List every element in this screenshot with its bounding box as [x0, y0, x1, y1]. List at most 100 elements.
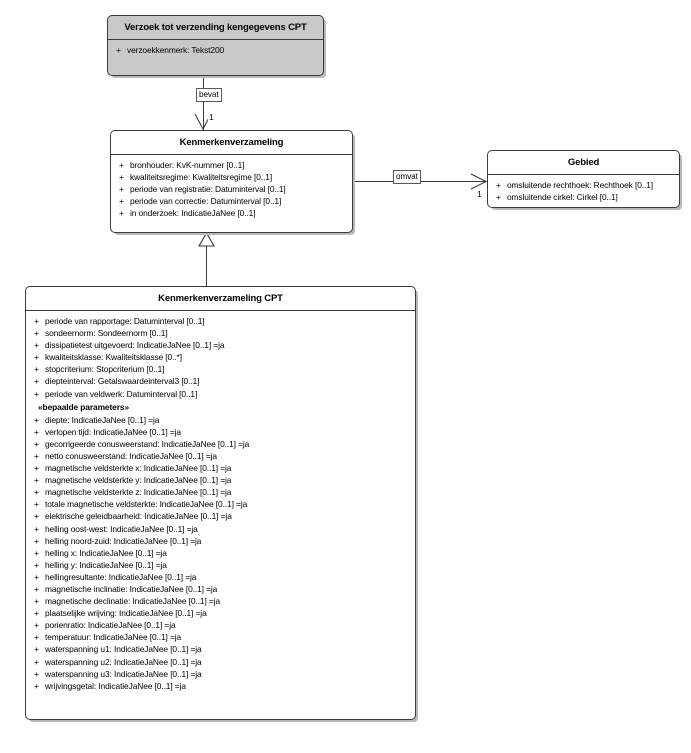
- attribute-compartment-gebied: + omsluitende rechthoek: Rechthoek [0..1…: [488, 175, 679, 207]
- attribute-text: hellingresultante: IndicatieJaNee [0..1]…: [45, 571, 197, 582]
- attribute-row: + magnetische veldsterkte x: IndicatieJaN…: [28, 462, 413, 474]
- attribute-compartment-kenmerkenverzameling-cpt: +periode van rapportage: Datuminterval […: [26, 311, 415, 697]
- visibility-marker: +: [34, 680, 39, 691]
- attribute-text: porienratio: IndicatieJaNee [0..1] =ja: [45, 620, 176, 631]
- visibility-marker: +: [34, 414, 39, 425]
- attribute-row: + helling x: IndicatieJaNee [0..1] =ja: [28, 547, 413, 559]
- visibility-marker: +: [119, 172, 124, 183]
- attribute-text: diepte: IndicatieJaNee [0..1] =ja: [45, 414, 160, 425]
- attribute-row: + waterspanning u3: IndicatieJaNee [0..1]…: [28, 668, 413, 680]
- attribute-text: elektrische geleidbaarheid: IndicatieJaN…: [45, 511, 232, 522]
- attribute-row: + helling y: IndicatieJaNee [0..1] =ja: [28, 559, 413, 571]
- attribute-row: + stopcriterium: Stopcriterium [0..1]: [28, 363, 413, 375]
- edge-label-omvat: omvat: [393, 170, 421, 184]
- attribute-text: netto conusweerstand: IndicatieJaNee [0.…: [45, 450, 217, 461]
- attribute-row: + gecorrigeerde conusweerstand: Indicatie…: [28, 438, 413, 450]
- attribute-text: magnetische veldsterkte y: IndicatieJaNe…: [45, 475, 232, 486]
- visibility-marker: +: [116, 45, 121, 55]
- visibility-marker: +: [34, 668, 39, 679]
- attribute-row: + magnetische veldsterkte y: IndicatieJaN…: [28, 474, 413, 486]
- attribute-row: + netto conusweerstand: IndicatieJaNee [0…: [28, 450, 413, 462]
- visibility-marker: +: [119, 208, 124, 219]
- class-box-kenmerkenverzameling[interactable]: Kenmerkenverzameling + bronhouder: KvK-n…: [110, 130, 353, 233]
- attribute-row: +waterspanning u2: IndicatieJaNee [0..1]…: [28, 656, 413, 668]
- attribute-row: + magnetische inclinatie: IndicatieJaNee …: [28, 583, 413, 595]
- visibility-marker: +: [34, 388, 39, 399]
- attribute-text: verlopen tijd: IndicatieJaNee [0..1] =ja: [45, 426, 181, 437]
- attribute-row: + periode van veldwerk: Datuminterval [0.…: [28, 388, 413, 400]
- visibility-marker: +: [34, 644, 39, 655]
- attribute-row: +periode van rapportage: Datuminterval […: [28, 315, 413, 327]
- attribute-text: helling x: IndicatieJaNee [0..1] =ja: [45, 547, 167, 558]
- attribute-row: + omsluitende cirkel: Cirkel [0..1]: [490, 191, 677, 203]
- attribute-text: gecorrigeerde conusweerstand: IndicatieJ…: [45, 438, 250, 449]
- visibility-marker: +: [34, 535, 39, 546]
- attribute-row: + diepte: IndicatieJaNee [0..1] =ja: [28, 414, 413, 426]
- attribute-row: +helling oost-west: IndicatieJaNee [0..1…: [28, 523, 413, 535]
- visibility-marker: +: [34, 364, 39, 375]
- visibility-marker: +: [34, 583, 39, 594]
- visibility-marker: +: [34, 475, 39, 486]
- edge-multiplicity-omvat: 1: [476, 189, 483, 199]
- visibility-marker: +: [34, 499, 39, 510]
- attribute-text: stopcriterium: Stopcriterium [0..1]: [45, 364, 165, 375]
- visibility-marker: +: [34, 450, 39, 461]
- visibility-marker: +: [34, 352, 39, 363]
- attribute-row: +wrijvingsgetal: IndicatieJaNee [0..1] =…: [28, 680, 413, 692]
- edge-generalization-line: [206, 245, 207, 286]
- attribute-row: +diepteinterval: Getalswaardeinterval3 […: [28, 375, 413, 387]
- visibility-marker: +: [34, 376, 39, 387]
- visibility-marker: +: [34, 620, 39, 631]
- visibility-marker: +: [34, 340, 39, 351]
- attribute-row: + verzoekkenmerk: Tekst200: [110, 44, 321, 56]
- attribute-text: periode van veldwerk: Datuminterval [0..…: [45, 388, 198, 399]
- class-name-kenmerkenverzameling: Kenmerkenverzameling: [111, 131, 352, 155]
- edge-bevat-line: [203, 76, 204, 130]
- attribute-text: periode van registratie: Datuminterval […: [130, 184, 286, 195]
- attribute-text: bronhouder: KvK-nummer [0..1]: [130, 160, 245, 170]
- attribute-row: +magnetische declinatie: IndicatieJaNee …: [28, 595, 413, 607]
- attribute-text: waterspanning u1: IndicatieJaNee [0..1] …: [45, 644, 202, 655]
- attribute-text: waterspanning u3: IndicatieJaNee [0..1] …: [45, 668, 202, 679]
- attribute-text: sondeernorm: Sondeernorm [0..1]: [45, 328, 168, 339]
- visibility-marker: +: [34, 426, 39, 437]
- visibility-marker: +: [34, 316, 39, 326]
- visibility-marker: +: [34, 511, 39, 522]
- class-box-kenmerkenverzameling-cpt[interactable]: Kenmerkenverzameling CPT +periode van ra…: [25, 286, 416, 720]
- edge-multiplicity-bevat: 1: [208, 112, 215, 122]
- edge-omvat-arrowhead: [470, 173, 488, 190]
- class-name-gebied: Gebied: [488, 151, 679, 175]
- attribute-row: +temperatuur: IndicatieJaNee [0..1] =ja: [28, 631, 413, 643]
- attribute-row: + omsluitende rechthoek: Rechthoek [0..1…: [490, 179, 677, 191]
- visibility-marker: +: [34, 547, 39, 558]
- attribute-text: magnetische veldsterkte x: IndicatieJaNe…: [45, 463, 232, 474]
- attribute-text: magnetische inclinatie: IndicatieJaNee […: [45, 583, 218, 594]
- attribute-text: totale magnetische veldsterkte: Indicati…: [45, 499, 248, 510]
- attribute-row: + kwaliteitsregime: Kwaliteitsregime [0.…: [113, 171, 350, 183]
- attribute-text: omsluitende rechthoek: Rechthoek [0..1]: [507, 180, 654, 190]
- visibility-marker: +: [34, 463, 39, 474]
- attribute-row: + hellingresultante: IndicatieJaNee [0..1…: [28, 571, 413, 583]
- edge-label-bevat: bevat: [196, 88, 222, 102]
- attribute-row: + elektrische geleidbaarheid: IndicatieJa…: [28, 510, 413, 522]
- class-box-verzoek-tot-verzending-kengegevens-cpt[interactable]: Verzoek tot verzending kengegevens CPT +…: [107, 15, 324, 76]
- attribute-row: + porienratio: IndicatieJaNee [0..1] =ja: [28, 619, 413, 631]
- attribute-row: +sondeernorm: Sondeernorm [0..1]: [28, 327, 413, 339]
- attribute-text: magnetische declinatie: IndicatieJaNee […: [45, 596, 221, 607]
- attribute-text: helling y: IndicatieJaNee [0..1] =ja: [45, 559, 167, 570]
- attribute-row: + waterspanning u1: IndicatieJaNee [0..1]…: [28, 643, 413, 655]
- visibility-marker: +: [34, 559, 39, 570]
- attribute-row: +plaatselijke wrijving: IndicatieJaNee […: [28, 607, 413, 619]
- visibility-marker: +: [34, 608, 39, 619]
- attribute-text: kwaliteitsklasse: Kwaliteitsklasse [0..*…: [45, 352, 182, 363]
- visibility-marker: +: [119, 184, 124, 195]
- attribute-text: omsluitende cirkel: Cirkel [0..1]: [507, 192, 618, 203]
- visibility-marker: +: [34, 438, 39, 449]
- class-box-gebied[interactable]: Gebied + omsluitende rechthoek: Rechthoe…: [487, 150, 680, 208]
- stereotype-label: «bepaalde parameters»: [38, 401, 130, 412]
- attribute-row: + totale magnetische veldsterkte: Indicat…: [28, 498, 413, 510]
- visibility-marker: +: [34, 571, 39, 582]
- attribute-row: + in onderzoek: IndicatieJaNee [0..1]: [113, 207, 350, 219]
- attribute-text: helling noord-zuid: IndicatieJaNee [0..1…: [45, 535, 202, 546]
